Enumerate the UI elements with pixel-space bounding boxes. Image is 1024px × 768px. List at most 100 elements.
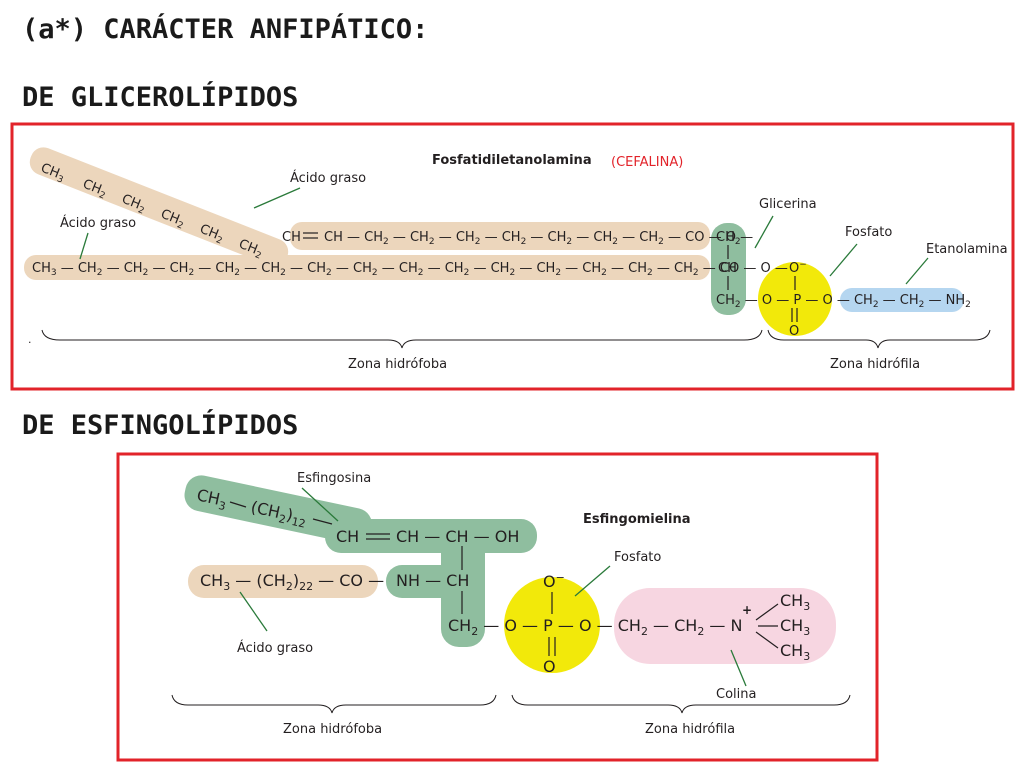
hydrophilic-brace-sphingo bbox=[511, 694, 851, 714]
glycerolipid-alias: (CEFALINA) bbox=[611, 155, 683, 170]
label-hydrophilic-glycero: Zona hidrófila bbox=[830, 357, 920, 372]
subscript: 2 bbox=[234, 268, 240, 278]
sphingo-fatty-acid-band bbox=[188, 565, 378, 598]
bond-line bbox=[755, 631, 779, 649]
subscript: 3 bbox=[803, 650, 810, 663]
subscript: 2 bbox=[555, 268, 561, 278]
subscript: − bbox=[556, 571, 565, 584]
sphingolipid-frame bbox=[116, 452, 879, 762]
label-phosphate: Fosfato bbox=[845, 225, 892, 240]
subscript: — CH bbox=[469, 261, 509, 276]
subscript: 2 bbox=[735, 300, 741, 310]
choline-methyl-2: CH3 bbox=[780, 616, 810, 638]
bond-line bbox=[829, 243, 858, 277]
subscript: 2 bbox=[383, 237, 389, 247]
subscript: 2 bbox=[464, 268, 470, 278]
subscript: — CH bbox=[240, 261, 280, 276]
subscript: 2 bbox=[641, 625, 648, 638]
subscript: — CO — O — bbox=[699, 261, 788, 276]
subscript: 2 bbox=[693, 268, 699, 278]
subscript: — CH bbox=[148, 261, 188, 276]
bond-line bbox=[905, 257, 929, 285]
subscript: 2 bbox=[136, 205, 145, 216]
hydrophobic-brace-sphingo bbox=[171, 694, 497, 714]
subscript: — CH bbox=[378, 261, 418, 276]
sphingosine-diagonal-band bbox=[184, 475, 372, 545]
subscript: 3 bbox=[55, 174, 64, 185]
bond-line bbox=[301, 487, 339, 522]
label-hydrophobic-sphingo: Zona hidrófoba bbox=[283, 722, 382, 737]
subscript: 2 bbox=[697, 625, 704, 638]
glycerolipid-frame bbox=[10, 122, 1015, 391]
sphingo-phosphate-row: CH2 — O — P — O — CH2 — CH2 — N bbox=[448, 616, 742, 638]
bond-line bbox=[312, 518, 333, 525]
subscript: 2 bbox=[214, 235, 223, 246]
subscript: 3 bbox=[223, 580, 230, 593]
subscript: — CH bbox=[526, 230, 566, 245]
subscript: 2 bbox=[277, 512, 287, 526]
bond-line bbox=[730, 649, 747, 687]
sphingosine-row: CH — CH — OH bbox=[396, 527, 519, 546]
subscript: — CH bbox=[653, 261, 693, 276]
ethanolamine-band bbox=[840, 288, 964, 312]
glycerol-ch2-top: CH2 bbox=[716, 230, 741, 247]
subscript: — O — P — O — CH bbox=[478, 616, 641, 635]
lower-chain: CH3 — CH2 — CH2 — CH2 — CH2 — CH2 — CH2 … bbox=[32, 261, 788, 278]
choline-methyl-1: CH3 bbox=[780, 591, 810, 613]
subscript: 2 bbox=[919, 300, 925, 310]
subscript: ) bbox=[293, 571, 299, 590]
title-heading: (a*) CARÁCTER ANFIPÁTICO: bbox=[22, 14, 429, 45]
glycerol-band bbox=[711, 223, 746, 315]
bond-line bbox=[79, 232, 89, 260]
subscript: 3 bbox=[217, 499, 227, 513]
subscript: — CH bbox=[435, 230, 475, 245]
subscript: 2 bbox=[566, 237, 572, 247]
sphingosine-nh-row: NH — CH bbox=[396, 571, 469, 590]
choline-band bbox=[614, 588, 836, 664]
subscript: 12 bbox=[290, 515, 306, 531]
lower-fatty-acid-band bbox=[24, 255, 710, 280]
chain-ch-kinked: CH bbox=[282, 230, 301, 245]
sphingo-phosphate-circle bbox=[504, 577, 600, 673]
subscript: 2 bbox=[280, 268, 286, 278]
choline-n-plus: + bbox=[742, 603, 752, 617]
subscript: — CO — bbox=[313, 571, 384, 590]
subscript: 2 bbox=[521, 237, 527, 247]
bond-line bbox=[239, 591, 268, 632]
subscript: 2 bbox=[471, 625, 478, 638]
subscript: ) bbox=[285, 505, 295, 525]
subscript: — CO — O — bbox=[664, 230, 753, 245]
subscript: — CH bbox=[57, 261, 97, 276]
label-sphingo-fatty-acid: Ácido graso bbox=[237, 640, 313, 656]
subscript: 3 bbox=[803, 625, 810, 638]
subscript: — CH bbox=[480, 230, 520, 245]
bond-line bbox=[755, 603, 779, 621]
subscript: 2 bbox=[97, 190, 106, 201]
subscript: 2 bbox=[612, 237, 618, 247]
subscript: — CH bbox=[879, 293, 919, 308]
subscript: 2 bbox=[647, 268, 653, 278]
label-hydrophobic-glycero: Zona hidrófoba bbox=[348, 357, 447, 372]
subscript: 2 bbox=[658, 237, 664, 247]
subscript: 2 bbox=[372, 268, 378, 278]
kinked-fatty-acid-band bbox=[29, 147, 289, 267]
upper-chain: CH — CH2 — CH2 — CH2 — CH2 — CH2 — CH2 —… bbox=[324, 230, 753, 247]
glycerol-ch2-bottom: CH2 — O — P — O — CH2 — CH2 — NH2 bbox=[716, 293, 971, 310]
bond-line bbox=[574, 565, 611, 597]
subscript: — CH bbox=[648, 616, 697, 635]
sphingo-o-double: O bbox=[543, 657, 556, 676]
subscript: 2 bbox=[429, 237, 435, 247]
subscript: 2 bbox=[509, 268, 515, 278]
subscript: 2 bbox=[735, 237, 741, 247]
subscript: 2 bbox=[253, 250, 262, 261]
phosphate-o-double: O bbox=[789, 324, 799, 339]
subscript: 3 bbox=[803, 600, 810, 613]
subscript: — CH bbox=[102, 261, 142, 276]
label-fatty-acid-lower: Ácido graso bbox=[60, 215, 136, 231]
subscript: 2 bbox=[475, 237, 481, 247]
label-fatty-acid-upper: Ácido graso bbox=[290, 170, 366, 186]
subscript: 2 bbox=[326, 268, 332, 278]
label-ethanolamine: Etanolamina bbox=[926, 242, 1008, 257]
subscript: 2 bbox=[188, 268, 194, 278]
